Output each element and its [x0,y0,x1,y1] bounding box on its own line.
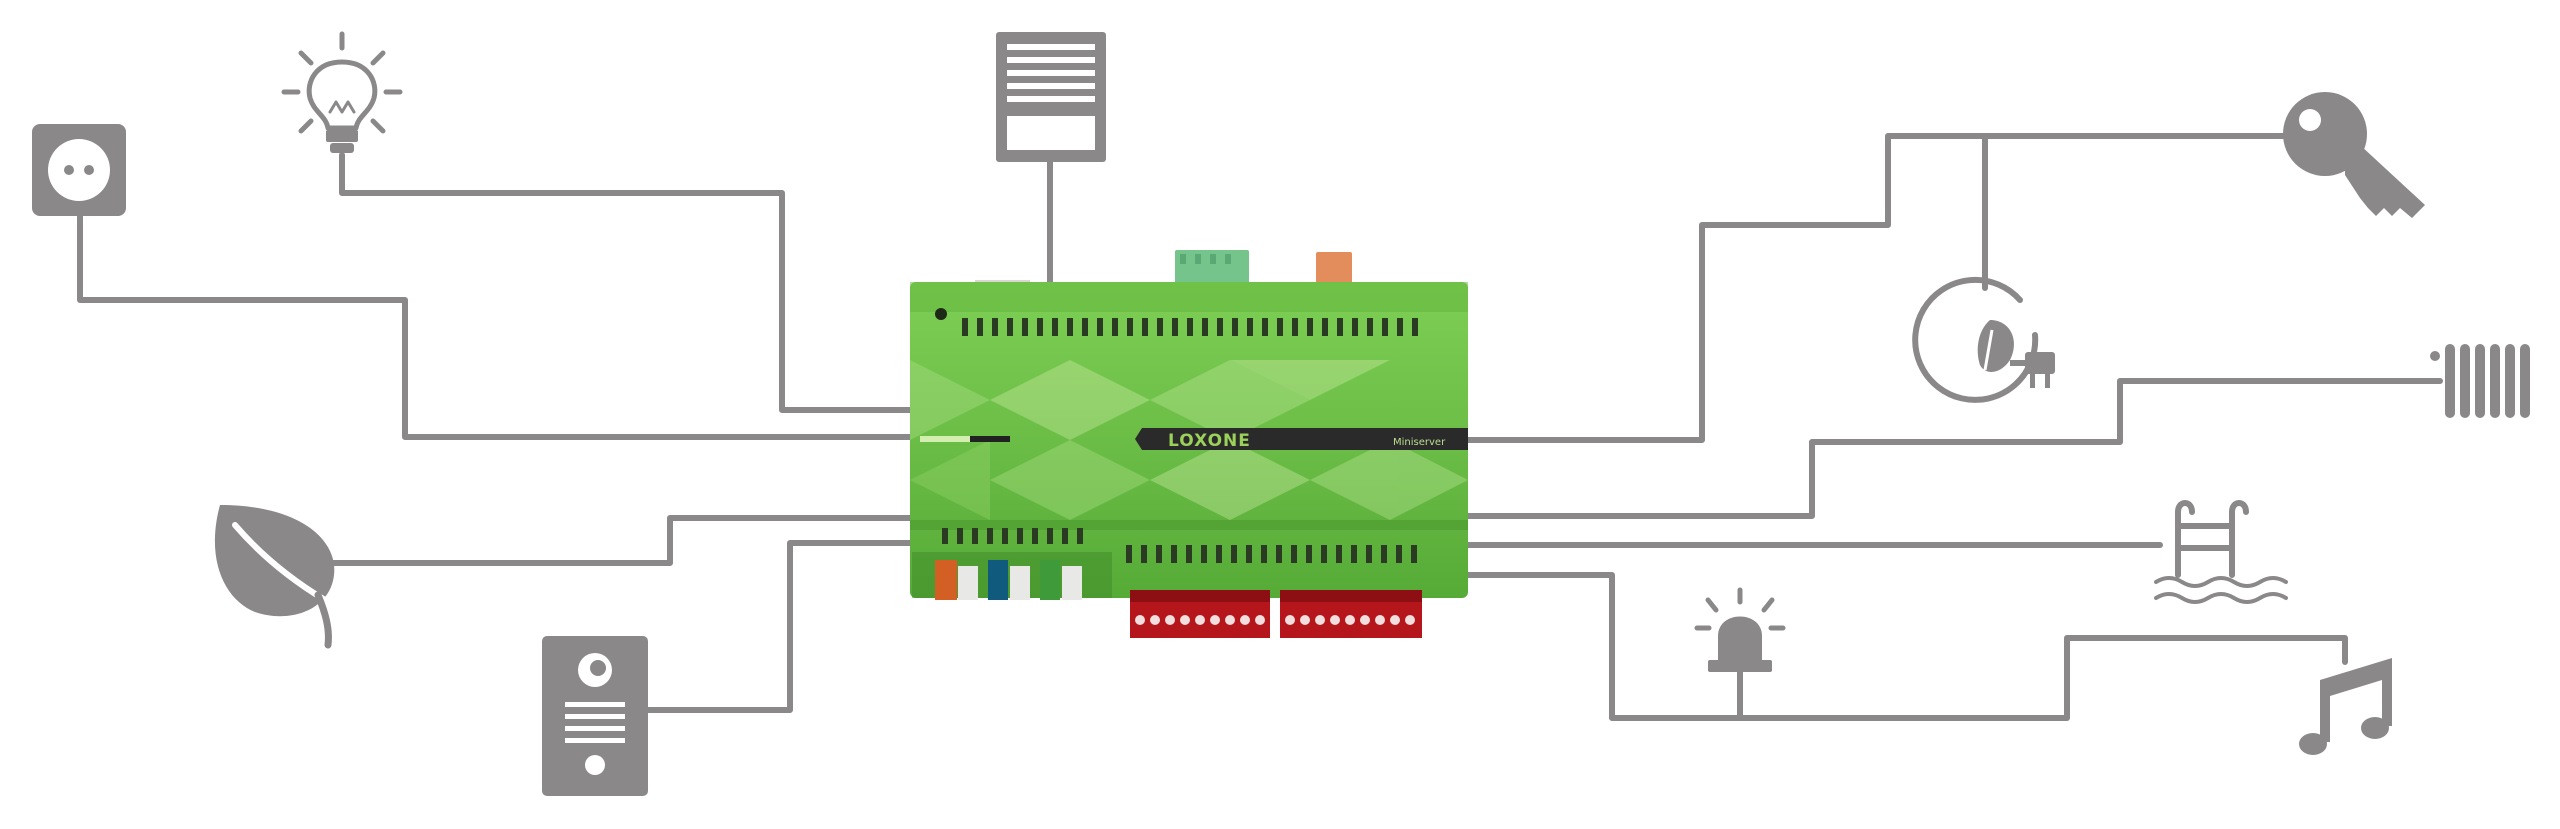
device-label-bar [1135,428,1468,450]
power-socket-icon [32,124,126,216]
wire-door-station [645,540,913,713]
wire-socket [77,207,913,440]
wires [77,133,2443,721]
plug-green [1040,560,1060,600]
light-bulb-icon [281,31,403,153]
miniserver-device: LOXONE Miniserver [910,250,1468,638]
wire-radiator [1465,378,2443,519]
key-icon [2283,92,2425,218]
plug-blue [988,560,1008,600]
wire-bulb [339,152,913,413]
leaf-icon [214,505,335,649]
radiator-icon [2430,344,2530,418]
energy-plug-icon [1912,276,2055,403]
wire-leaf [330,515,913,566]
device-model: Miniserver [1393,437,1446,448]
terminal-block-right [1280,590,1422,638]
intercom-panel-icon [996,32,1106,162]
wire-alarm-music [1465,572,2348,721]
pool-ladder-icon [2154,500,2288,604]
terminal-block-left [1130,590,1270,638]
music-note-icon [2299,658,2392,755]
alarm-siren-icon [1694,587,1786,672]
door-station-icon [542,636,648,796]
wire-key [1465,133,2293,443]
top-connector-orange [1316,252,1352,290]
device-brand: LOXONE [1168,431,1251,451]
plug-orange [935,560,957,600]
